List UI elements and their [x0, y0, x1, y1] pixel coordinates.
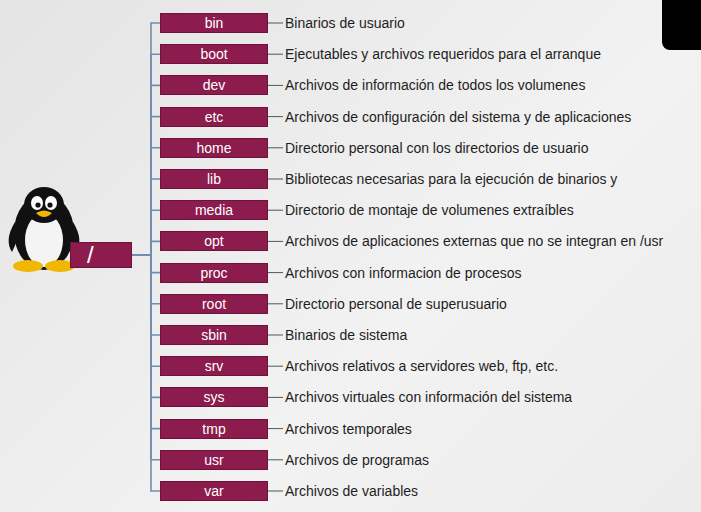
leader-line — [268, 335, 283, 336]
tree-connector — [132, 241, 160, 255]
leader-line — [268, 459, 283, 460]
leader-line — [268, 241, 283, 242]
directory-box: srv — [160, 356, 268, 376]
directory-box: media — [160, 200, 268, 220]
leader-line — [268, 428, 283, 429]
directory-name: opt — [204, 234, 223, 248]
directory-name: root — [202, 297, 226, 311]
directory-box: proc — [160, 263, 268, 283]
directory-description: Directorio de montaje de volumenes extra… — [285, 202, 574, 218]
directory-name: sys — [204, 390, 225, 404]
tree-connector — [132, 23, 160, 255]
directory-description: Archivos de programas — [285, 452, 429, 468]
directory-box: boot — [160, 44, 268, 64]
directory-box: root — [160, 294, 268, 314]
directory-description: Archivos de variables — [285, 483, 418, 499]
directory-box: sys — [160, 387, 268, 407]
tree-connector — [132, 85, 160, 255]
directory-box: bin — [160, 13, 268, 33]
leader-line — [268, 397, 283, 398]
directory-description: Archivos relativos a servidores web, ftp… — [285, 358, 558, 374]
directory-name: home — [196, 141, 231, 155]
directory-name: sbin — [201, 328, 227, 342]
root-name: / — [87, 243, 94, 267]
directory-name: dev — [203, 78, 226, 92]
tree-connector — [132, 255, 160, 335]
tree-connector — [132, 255, 160, 429]
directory-name: etc — [205, 110, 224, 124]
leader-line — [268, 366, 283, 367]
tree-connector — [132, 210, 160, 255]
leader-line — [268, 147, 283, 148]
directory-box: var — [160, 481, 268, 501]
directory-name: tmp — [202, 422, 225, 436]
directory-description: Binarios de sistema — [285, 327, 407, 343]
directory-name: proc — [200, 266, 227, 280]
tree-connector — [132, 255, 160, 397]
dark-corner — [662, 0, 701, 50]
directory-description: Archivos con informacion de procesos — [285, 265, 522, 281]
leader-line — [268, 491, 283, 492]
penguin-mascot — [9, 187, 80, 272]
directory-box: usr — [160, 450, 268, 470]
directory-box: tmp — [160, 419, 268, 439]
tree-connector — [132, 255, 160, 273]
directory-description: Directorio personal con los directorios … — [285, 140, 588, 156]
leader-line — [268, 303, 283, 304]
directory-description: Binarios de usuario — [285, 15, 405, 31]
leader-line — [268, 210, 283, 211]
directory-description: Bibliotecas necesarias para la ejecución… — [285, 171, 617, 187]
directory-name: usr — [204, 453, 223, 467]
directory-name: bin — [205, 16, 224, 30]
tree-connector — [132, 148, 160, 255]
leader-line — [268, 116, 283, 117]
leader-line — [268, 54, 283, 55]
directory-name: media — [195, 203, 233, 217]
directory-box: lib — [160, 169, 268, 189]
leader-line — [268, 23, 283, 24]
tree-connector — [132, 255, 160, 304]
directory-box: etc — [160, 107, 268, 127]
directory-box: home — [160, 138, 268, 158]
directory-description: Directorio personal de superusuario — [285, 296, 507, 312]
tree-connector — [132, 255, 160, 491]
directory-description: Archivos virtuales con información del s… — [285, 389, 572, 405]
directory-box: opt — [160, 231, 268, 251]
directory-name: lib — [207, 172, 221, 186]
leader-line — [268, 85, 283, 86]
directory-name: boot — [200, 47, 227, 61]
directory-name: var — [204, 484, 223, 498]
directory-description: Archivos de aplicaciones externas que no… — [285, 233, 663, 249]
directory-box: dev — [160, 75, 268, 95]
tree-connector — [132, 179, 160, 255]
tree-connector — [132, 255, 160, 460]
directory-description: Ejecutables y archivos requeridos para e… — [285, 46, 601, 62]
leader-line — [268, 179, 283, 180]
leader-line — [268, 272, 283, 273]
tree-connector — [132, 117, 160, 255]
directory-box: sbin — [160, 325, 268, 345]
tree-connector — [132, 255, 160, 366]
tree-connector — [132, 54, 160, 255]
directory-description: Archivos de información de todos los vol… — [285, 77, 585, 93]
directory-name: srv — [205, 359, 224, 373]
root-directory-box: / — [70, 242, 132, 268]
directory-description: Archivos temporales — [285, 421, 412, 437]
directory-description: Archivos de configuración del sistema y … — [285, 109, 631, 125]
